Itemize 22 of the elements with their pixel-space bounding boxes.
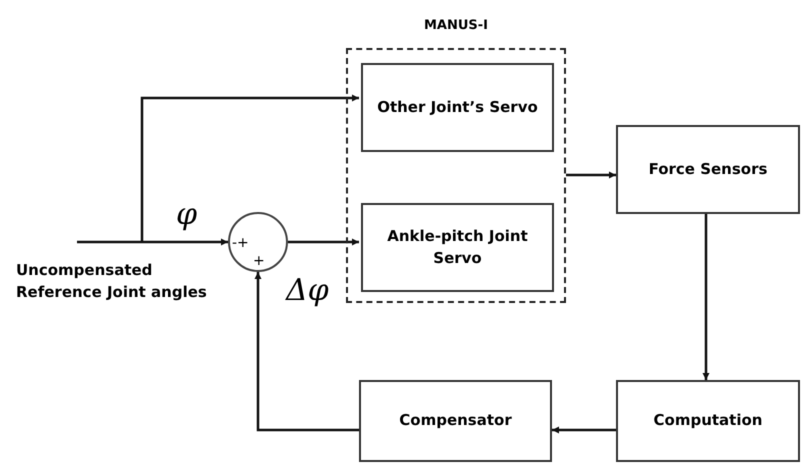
process-box <box>359 380 552 462</box>
arrow <box>288 238 359 246</box>
process-box <box>361 63 554 152</box>
sign: -+ <box>232 236 249 250</box>
input-label: Uncompensated Reference Joint angles <box>16 260 208 303</box>
arrow <box>566 172 616 178</box>
arrow <box>552 426 616 434</box>
arrow <box>140 94 359 242</box>
box-label: Compensator <box>399 410 512 432</box>
box-label: Force Sensors <box>648 158 768 180</box>
process-box <box>616 125 800 214</box>
process-box <box>361 203 554 292</box>
sign: + <box>253 254 265 268</box>
process-box <box>616 380 800 462</box>
arrow <box>702 214 710 380</box>
group-title: MANUS-I <box>422 17 490 35</box>
box-label: Other Joint’s Servo <box>377 96 538 118</box>
arrow <box>77 238 228 246</box>
edge-label: Δφ <box>286 276 329 306</box>
arrow <box>254 272 359 432</box>
box-label: Computation <box>654 410 762 432</box>
box-label: Ankle-pitch Joint Servo <box>386 226 529 268</box>
